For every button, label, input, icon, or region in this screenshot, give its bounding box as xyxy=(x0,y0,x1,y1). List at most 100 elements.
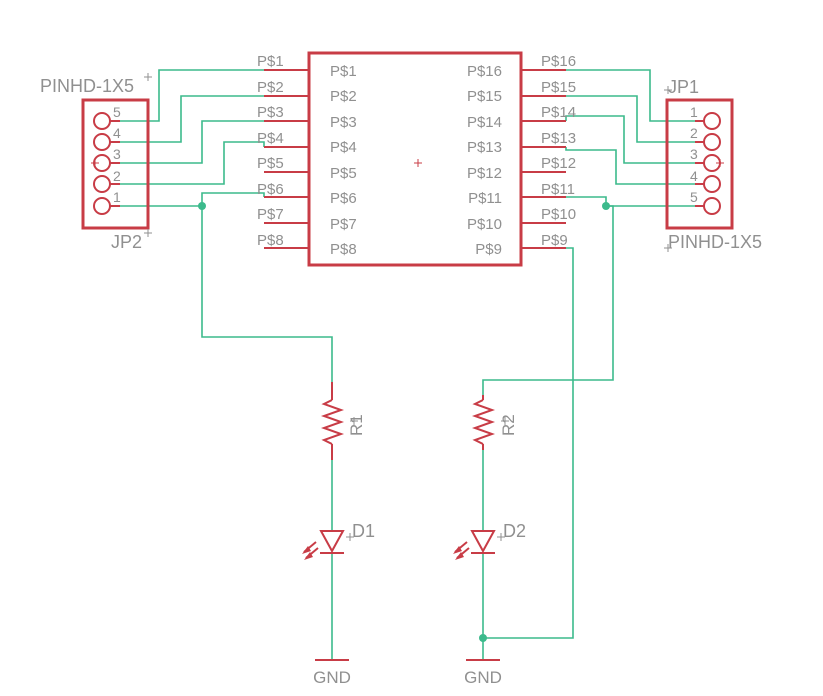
wire-p14-jp1-3[interactable] xyxy=(565,115,695,164)
ic-body[interactable] xyxy=(307,51,523,267)
d1-origin xyxy=(346,533,354,541)
jp2-text-origins xyxy=(144,73,152,237)
jp2-body[interactable] xyxy=(81,98,150,230)
wire-r2-branch[interactable] xyxy=(482,205,614,395)
d1-light-arrows-icon xyxy=(302,541,319,560)
wire-p1-jp2-5[interactable] xyxy=(120,69,264,122)
jp1-pin-stubs xyxy=(695,120,704,207)
wire-p9-gnd2[interactable] xyxy=(483,247,574,639)
ic-pin-outer-label: P$11 xyxy=(541,181,575,198)
resistor-r2[interactable]: R2 xyxy=(471,395,518,450)
r2-zigzag[interactable] xyxy=(471,399,496,445)
r1-origin xyxy=(350,417,358,425)
ic-pin-inner-label: P$12 xyxy=(467,165,502,182)
jp1-name-label: JP1 xyxy=(668,77,699,97)
junction-gnd2 xyxy=(479,634,487,642)
ic-pin-inner-label: P$2 xyxy=(330,88,357,105)
r1-zigzag[interactable] xyxy=(320,399,345,445)
gnd-symbol-1[interactable]: GND xyxy=(313,659,351,687)
gnd2-label: GND xyxy=(464,668,502,687)
jp2-name-label: JP2 xyxy=(111,232,142,252)
jp1-text-origins xyxy=(664,86,672,252)
jp2-pad[interactable] xyxy=(93,112,111,130)
d2-origin xyxy=(497,533,505,541)
wires xyxy=(120,69,695,660)
ic-pin-outer-label: P$5 xyxy=(257,155,284,172)
wire-p15-jp1-2[interactable] xyxy=(566,95,695,143)
d1-triangle[interactable] xyxy=(319,530,345,554)
ic-pin-outer-label: P$3 xyxy=(257,104,284,121)
r2-label: R2 xyxy=(499,414,518,436)
jp1-pin-number: 4 xyxy=(690,168,698,184)
ic-pin-outer-label: P$4 xyxy=(257,130,284,147)
ic-left-pin-lines xyxy=(264,69,309,249)
ic-right-pin-lines xyxy=(521,69,566,249)
ic-pin-outer-label: P$10 xyxy=(541,206,576,223)
gnd-symbol-2[interactable]: GND xyxy=(464,659,502,687)
ic-pin-inner-label: P$14 xyxy=(467,114,502,131)
ic-pin-outer-label: P$9 xyxy=(541,232,568,249)
jp2-origin-cross xyxy=(91,159,99,167)
jp2-header[interactable]: 5 4 3 2 1 PINHD-1X5 JP2 xyxy=(40,73,152,252)
jp2-pad[interactable] xyxy=(93,197,111,215)
jp1-pin-number: 2 xyxy=(690,125,698,141)
jp1-pad[interactable] xyxy=(703,197,721,215)
jp1-pad[interactable] xyxy=(703,112,721,130)
wire-p16-jp1-1[interactable] xyxy=(566,69,695,122)
ic-pin-inner-label: P$8 xyxy=(330,241,357,258)
ic-pin-inner-label: P$10 xyxy=(467,216,502,233)
ic-pin-inner-label: P$11 xyxy=(468,190,502,207)
ic-pin-outer-label: P$1 xyxy=(257,53,284,70)
jp1-pin-number: 1 xyxy=(690,104,698,120)
ic-pin-inner-label: P$7 xyxy=(330,216,357,233)
resistor-r1[interactable]: R1 xyxy=(320,382,366,460)
ic-pin-inner-label: P$1 xyxy=(330,63,357,80)
ic-pin-inner-label: P$13 xyxy=(467,139,502,156)
ic-pin-outer-label: P$14 xyxy=(541,104,576,121)
ic-pin-outer-label: P$16 xyxy=(541,53,576,70)
ic-pin-inner-label: P$9 xyxy=(475,241,502,258)
jp2-pad[interactable] xyxy=(93,175,111,193)
junction-jp2-1 xyxy=(198,202,206,210)
ic-pin-outer-label: P$15 xyxy=(541,79,576,96)
ic-pin-inner-label: P$5 xyxy=(330,165,357,182)
d2-light-arrows-icon xyxy=(453,541,470,560)
wire-p6-jp2-1-r1[interactable] xyxy=(120,192,265,207)
wire-r1-branch[interactable] xyxy=(201,206,333,382)
ic-pin-inner-label: P$3 xyxy=(330,114,357,131)
led-d2[interactable]: D2 xyxy=(453,521,526,560)
jp1-body[interactable] xyxy=(665,98,734,230)
jp2-pad[interactable] xyxy=(93,133,111,151)
d2-triangle[interactable] xyxy=(470,530,496,554)
d2-label: D2 xyxy=(503,521,526,541)
ic-pin-outer-label: P$2 xyxy=(257,79,284,96)
wire-p11-jp1-5-r2[interactable] xyxy=(566,196,695,207)
jp1-value-label: PINHD-1X5 xyxy=(668,232,762,252)
led-d1[interactable]: D1 xyxy=(302,521,375,560)
wire-p2-jp2-4[interactable] xyxy=(120,95,264,143)
jp2-pin-number: 5 xyxy=(113,104,121,120)
r1-label: R1 xyxy=(347,414,366,436)
jp1-header[interactable]: 1 2 3 4 5 JP1 PINHD-1X5 xyxy=(664,77,762,252)
jp2-pin-number: 1 xyxy=(113,189,121,205)
wire-p3-jp2-3[interactable] xyxy=(120,120,264,164)
ic-pin-inner-label: P$6 xyxy=(330,190,357,207)
ic-pin-inner-label: P$16 xyxy=(467,63,502,80)
ic-pin-outer-label: P$12 xyxy=(541,155,576,172)
ic-component[interactable]: P$1 P$2 P$3 P$4 P$5 P$6 P$7 P$8 P$1 P$2 … xyxy=(257,51,576,267)
jp1-pin-number: 5 xyxy=(690,189,698,205)
wire-p13-jp1-4[interactable] xyxy=(565,147,695,185)
d1-label: D1 xyxy=(352,521,375,541)
jp2-pin-number: 4 xyxy=(113,125,121,141)
jp1-pad[interactable] xyxy=(703,133,721,151)
ic-pin-outer-label: P$7 xyxy=(257,206,284,223)
r2-origin xyxy=(501,417,509,425)
ic-pin-outer-label: P$8 xyxy=(257,232,284,249)
jp2-pin-number: 2 xyxy=(113,168,121,184)
junction-jp1-5 xyxy=(602,202,610,210)
jp1-pad[interactable] xyxy=(703,175,721,193)
jp2-value-label: PINHD-1X5 xyxy=(40,76,134,96)
ic-center-cross xyxy=(414,159,422,167)
jp1-origin-cross xyxy=(716,159,724,167)
wire-p4-jp2-2[interactable] xyxy=(120,141,265,185)
